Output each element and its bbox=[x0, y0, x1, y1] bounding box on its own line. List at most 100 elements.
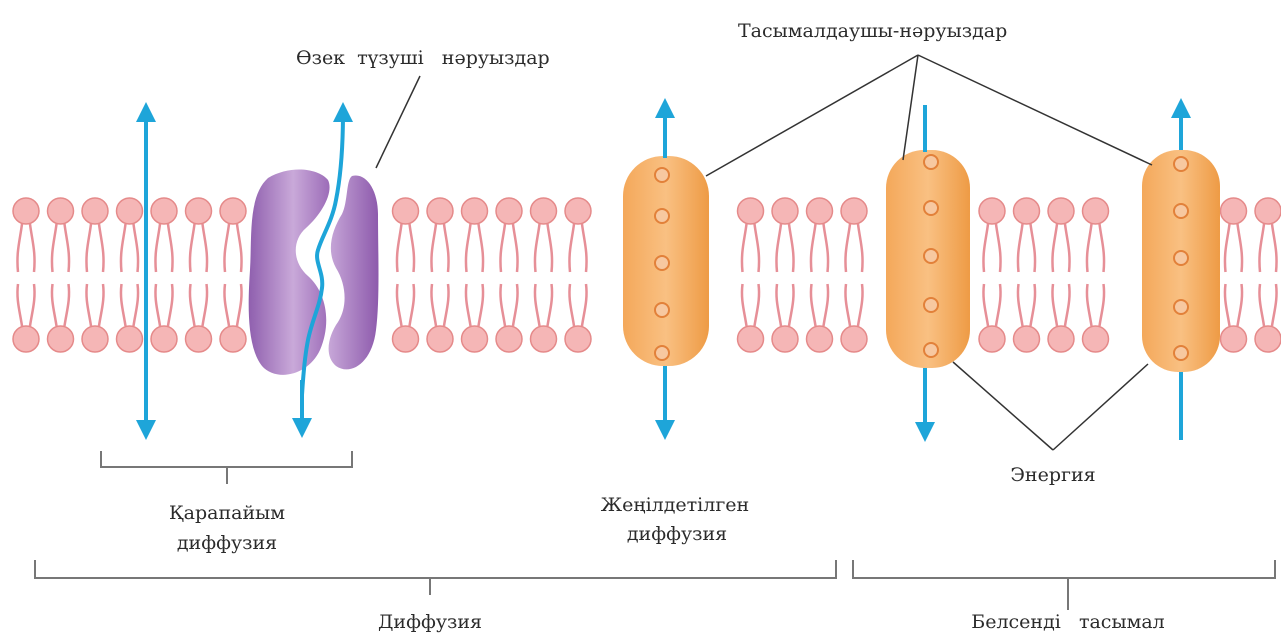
lipid-head-upper bbox=[841, 198, 867, 224]
carrier-binding-site bbox=[924, 201, 938, 215]
channel-protein bbox=[249, 170, 379, 375]
carrier-binding-site bbox=[655, 256, 669, 270]
lipid-tail-lower bbox=[1225, 284, 1242, 326]
lipid-tail-lower bbox=[500, 284, 517, 326]
lipid-tail-upper bbox=[742, 224, 759, 272]
lipid-head-lower bbox=[48, 326, 74, 352]
carrier-binding-site bbox=[1174, 251, 1188, 265]
lipid-head-upper bbox=[462, 198, 488, 224]
lipid-head-lower bbox=[151, 326, 177, 352]
lipid-head-upper bbox=[393, 198, 419, 224]
lipid-tail-upper bbox=[500, 224, 517, 272]
lipid-tail-upper bbox=[466, 224, 483, 272]
lipid-head-upper bbox=[1221, 198, 1247, 224]
lipid-head-upper bbox=[738, 198, 764, 224]
lipid-head-lower bbox=[427, 326, 453, 352]
lipid-tail-lower bbox=[1018, 284, 1035, 326]
lipid-head-upper bbox=[1048, 198, 1074, 224]
carrier-binding-site bbox=[1174, 204, 1188, 218]
lipid-head-upper bbox=[979, 198, 1005, 224]
carrier-binding-site bbox=[655, 209, 669, 223]
lipid-head-upper bbox=[496, 198, 522, 224]
lipid-head-upper bbox=[13, 198, 39, 224]
lipid-head-upper bbox=[48, 198, 74, 224]
lipid-head-lower bbox=[13, 326, 39, 352]
lipid-head-upper bbox=[531, 198, 557, 224]
lipid-tail-upper bbox=[1087, 224, 1104, 272]
lipid-tail-upper bbox=[535, 224, 552, 272]
lipid-head-lower bbox=[807, 326, 833, 352]
lipid-tail-lower bbox=[431, 284, 448, 326]
carrier-binding-site bbox=[924, 298, 938, 312]
lipid-tail-upper bbox=[224, 224, 241, 272]
lipid-tail-upper bbox=[17, 224, 34, 272]
lipid-head-lower bbox=[772, 326, 798, 352]
lipid-head-lower bbox=[531, 326, 557, 352]
label-simple-diffusion-2: диффузия bbox=[177, 532, 277, 554]
lipid-tail-upper bbox=[1018, 224, 1035, 272]
lipid-tail-lower bbox=[1087, 284, 1104, 326]
lipid-head-lower bbox=[1048, 326, 1074, 352]
lipid-tail-lower bbox=[52, 284, 69, 326]
carrier-binding-site bbox=[655, 303, 669, 317]
label-facilitated-diffusion-1: Жеңілдетілген bbox=[601, 494, 749, 516]
lipid-tail-lower bbox=[742, 284, 759, 326]
lipid-tail-upper bbox=[397, 224, 414, 272]
lipid-head-lower bbox=[220, 326, 246, 352]
lipid-tail-lower bbox=[466, 284, 483, 326]
lipid-head-upper bbox=[1083, 198, 1109, 224]
label-active-transport: Белсенді тасымал bbox=[971, 611, 1165, 633]
lipid-head-upper bbox=[186, 198, 212, 224]
label-diffusion: Диффузия bbox=[378, 611, 482, 633]
lipid-head-lower bbox=[979, 326, 1005, 352]
carrier-binding-site bbox=[1174, 346, 1188, 360]
lipid-head-lower bbox=[82, 326, 108, 352]
lipid-tail-lower bbox=[121, 284, 138, 326]
lipid-tail-upper bbox=[52, 224, 69, 272]
lipid-tail-lower bbox=[983, 284, 1000, 326]
lipid-tail-lower bbox=[224, 284, 241, 326]
lipid-head-lower bbox=[738, 326, 764, 352]
carrier-binding-site bbox=[924, 155, 938, 169]
lipid-tail-lower bbox=[811, 284, 828, 326]
lipid-head-lower bbox=[1255, 326, 1281, 352]
lipid-head-upper bbox=[1255, 198, 1281, 224]
carrier-binding-site bbox=[655, 168, 669, 182]
lipid-head-upper bbox=[807, 198, 833, 224]
lipid-head-lower bbox=[117, 326, 143, 352]
lipid-tail-upper bbox=[776, 224, 793, 272]
lipid-tail-lower bbox=[535, 284, 552, 326]
carrier-binding-site bbox=[924, 343, 938, 357]
label-energy: Энергия bbox=[1010, 464, 1095, 486]
lipid-tail-lower bbox=[776, 284, 793, 326]
carrier-binding-site bbox=[1174, 300, 1188, 314]
lipid-tail-lower bbox=[1052, 284, 1069, 326]
lipid-tail-upper bbox=[1225, 224, 1242, 272]
lipid-head-lower bbox=[496, 326, 522, 352]
lipid-head-lower bbox=[393, 326, 419, 352]
lipid-head-upper bbox=[82, 198, 108, 224]
lipid-head-upper bbox=[151, 198, 177, 224]
lipid-tail-lower bbox=[17, 284, 34, 326]
carrier-binding-site bbox=[924, 249, 938, 263]
lipid-head-lower bbox=[841, 326, 867, 352]
lipid-head-upper bbox=[220, 198, 246, 224]
simple-diffusion-bracket bbox=[101, 451, 352, 484]
lipid-tail-upper bbox=[983, 224, 1000, 272]
lipid-tail-upper bbox=[86, 224, 103, 272]
lipid-tail-upper bbox=[845, 224, 862, 272]
lipid-tail-upper bbox=[811, 224, 828, 272]
lipid-tail-upper bbox=[155, 224, 172, 272]
lipid-head-upper bbox=[427, 198, 453, 224]
lipid-head-upper bbox=[117, 198, 143, 224]
diffusion-bracket bbox=[35, 560, 836, 595]
label-carrier-proteins: Тасымалдаушы-нәруыздар bbox=[738, 20, 1007, 42]
lipid-tail-lower bbox=[1259, 284, 1276, 326]
lipid-head-upper bbox=[565, 198, 591, 224]
lipid-tail-lower bbox=[155, 284, 172, 326]
lipid-head-lower bbox=[186, 326, 212, 352]
lipid-tail-lower bbox=[190, 284, 207, 326]
lipid-tail-upper bbox=[1259, 224, 1276, 272]
lipid-tail-upper bbox=[569, 224, 586, 272]
